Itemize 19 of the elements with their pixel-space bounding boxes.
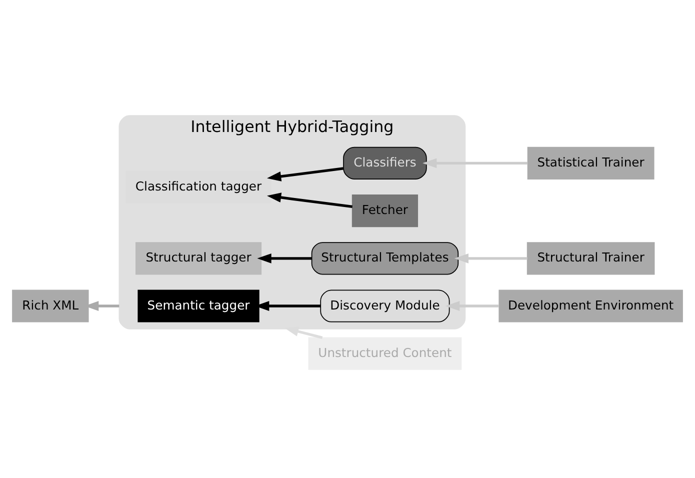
node-box: Classifiers — [343, 146, 427, 180]
arrow — [266, 167, 344, 182]
arrow — [422, 158, 528, 168]
node-box: Structural tagger — [135, 242, 262, 275]
arrow — [454, 253, 528, 264]
node-box: Statistical Trainer — [527, 146, 654, 180]
node-box: Discovery Module — [320, 290, 450, 322]
node-box: Semantic tagger — [138, 290, 260, 322]
node-box: Development Environment — [498, 290, 683, 322]
node-box: Structural Trainer — [526, 242, 655, 275]
arrow — [445, 301, 499, 311]
node-box: Structural Templates — [311, 242, 459, 275]
node-box: Fetcher — [352, 194, 418, 228]
node-text: Classification tagger — [135, 179, 262, 194]
node-box: Rich XML — [12, 290, 89, 322]
arrow — [284, 326, 323, 339]
arrow — [257, 253, 312, 264]
arrow — [266, 192, 352, 208]
node-box: Unstructured Content — [308, 337, 462, 370]
